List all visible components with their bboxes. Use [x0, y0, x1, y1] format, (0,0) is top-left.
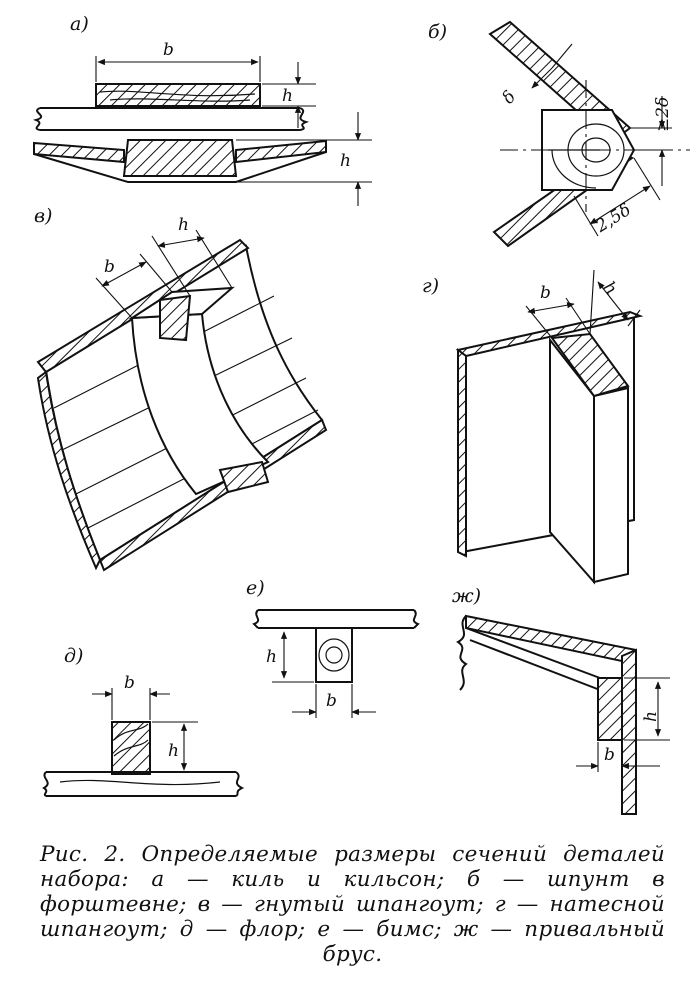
bent-frame-section [159, 294, 192, 342]
plank-board-edge [457, 348, 467, 558]
dim-b-depth-text: 2,5δ [592, 200, 635, 237]
keel-section [122, 139, 238, 177]
panel-zh-label: ж) [452, 585, 481, 607]
deck-plank-breaks [252, 609, 420, 629]
beam-section [315, 627, 353, 683]
dim-v-h-text: h [178, 215, 189, 235]
dim-a-b-text: b [163, 40, 174, 60]
clamp-section [597, 677, 623, 741]
dim-e-b-text: b [326, 691, 337, 711]
panel-g-sawn-frame: г) b h [422, 269, 644, 585]
panel-zh-sheer-clamp: ж) h b [452, 585, 670, 815]
bent-frame-end [218, 460, 270, 494]
floor-break-right [299, 107, 310, 131]
dim-zh-b-text: b [604, 745, 615, 765]
floor-plank [46, 771, 236, 797]
hull-side [621, 648, 637, 815]
panel-d-floor: д) b h [42, 645, 245, 797]
panel-e-label: е) [246, 577, 265, 599]
plank-right [235, 139, 327, 164]
beam-grain [318, 638, 350, 672]
keelson-grain [99, 90, 256, 102]
panel-a-label: а) [70, 13, 89, 35]
panel-b-rabbet: б) δ ≥2δ 2,5δ [428, 20, 690, 248]
panel-d-label: д) [64, 645, 83, 667]
panel-a-keel: а) b h h [32, 13, 372, 206]
dim-v-h [157, 236, 205, 248]
hull-outline [33, 151, 327, 183]
dim-v-b-text: b [104, 257, 115, 277]
dim-g-b [527, 302, 575, 314]
dim-b-delta-text: δ [498, 87, 520, 108]
deck-beam [465, 627, 601, 691]
shell-top-edge [36, 238, 250, 374]
panel-e-beam: е) h b [246, 577, 420, 718]
panel-v-label: в) [34, 205, 52, 227]
deck-plank [258, 609, 414, 629]
floor-board [40, 107, 300, 131]
floor-timber-section [111, 721, 151, 775]
dim-b-delta [531, 67, 553, 89]
floor-break-left [32, 107, 43, 131]
dim-a-h-text: h [282, 86, 293, 106]
deck-break [456, 615, 468, 691]
dim-g-h-text: h [599, 278, 621, 299]
deck-strake [465, 614, 637, 666]
dim-b-depth [573, 195, 599, 237]
dim-e-h-text: h [266, 647, 277, 667]
plank-left [33, 141, 125, 164]
shell-left-edge [36, 370, 102, 571]
panel-g-label: г) [422, 275, 439, 297]
dim-a-h2-text: h [340, 151, 351, 171]
dim-d-b-text: b [124, 673, 135, 693]
floor-timber-grain [113, 723, 149, 757]
floor-plank-breaks [42, 771, 245, 797]
figure-caption: Рис. 2. Определяемые размеры сечений дет… [40, 842, 665, 967]
dim-b-ge-text: ≥2δ [653, 97, 673, 132]
dim-g-b-text: b [540, 283, 551, 303]
panel-b-label: б) [428, 21, 447, 43]
dim-g-h [597, 281, 629, 321]
dim-v-b [101, 261, 147, 287]
sawn-frame-front [593, 386, 629, 584]
figure-drawing: а) b h h б) [32, 13, 690, 815]
sawn-frame-section [550, 332, 630, 398]
dim-d-h-text: h [168, 741, 179, 761]
dim-zh-h-text: h [641, 711, 661, 722]
panel-v-bent-frame: в) b h [34, 205, 328, 572]
